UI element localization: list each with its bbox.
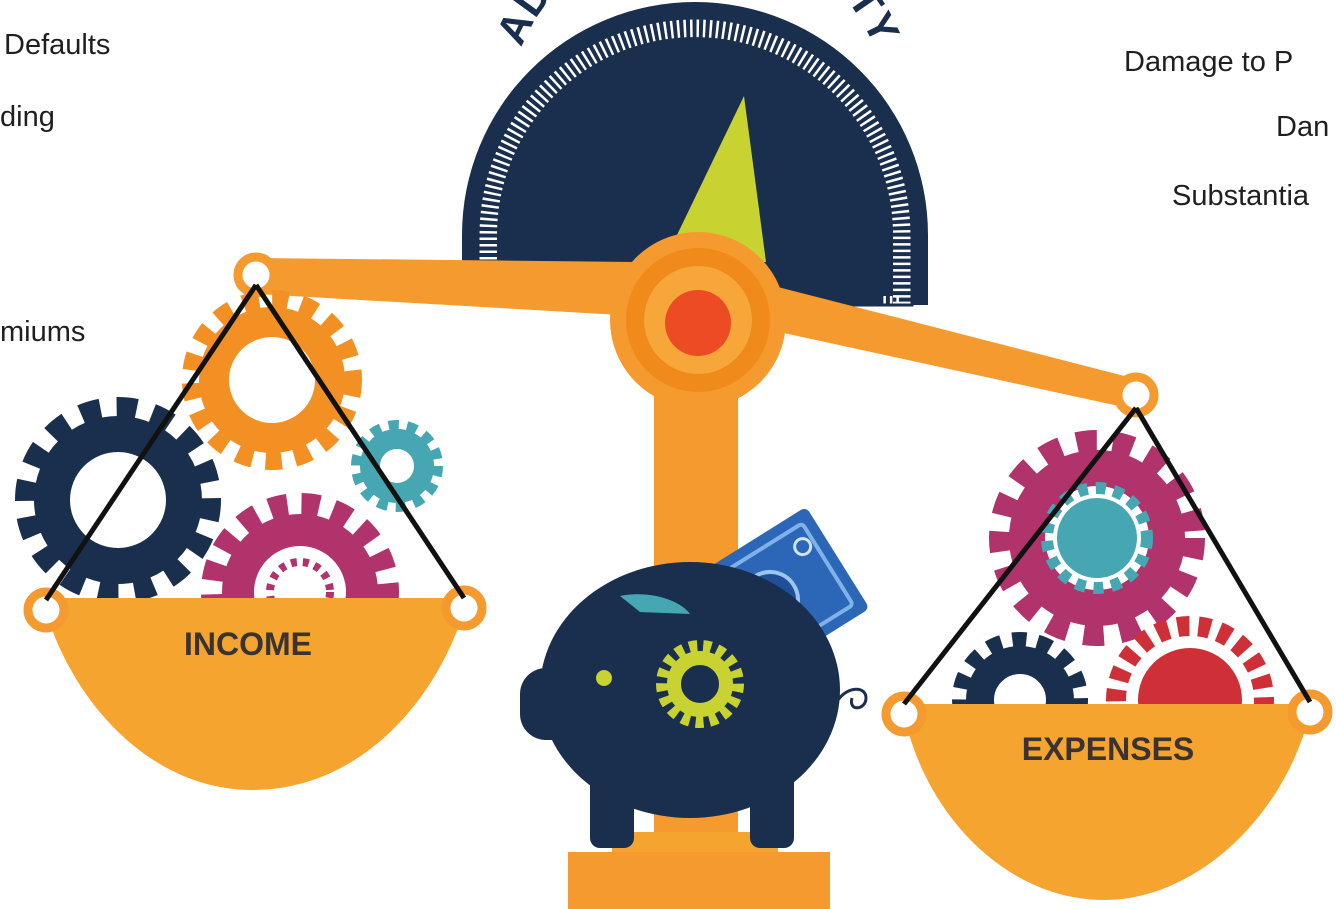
- right-text-damage: Damage to P: [1124, 46, 1294, 78]
- piggy-bank-icon: [520, 562, 868, 848]
- right-text-substantia: Substantia: [1172, 180, 1310, 212]
- right-text-dan: Dan: [1276, 111, 1330, 143]
- left-text-miums: miums: [0, 316, 86, 348]
- income-pan: INCOME: [23, 283, 487, 790]
- income-label: INCOME: [184, 626, 312, 662]
- left-text-ding: ding: [0, 101, 55, 133]
- gear-icon: [952, 430, 1274, 784]
- left-text-defaults: Defaults: [4, 29, 111, 61]
- expenses-label: EXPENSES: [1022, 731, 1195, 767]
- gauge-icon: ADAPTIVE CAPACITY: [462, 0, 928, 314]
- expenses-pan: EXPENSES: [881, 406, 1333, 900]
